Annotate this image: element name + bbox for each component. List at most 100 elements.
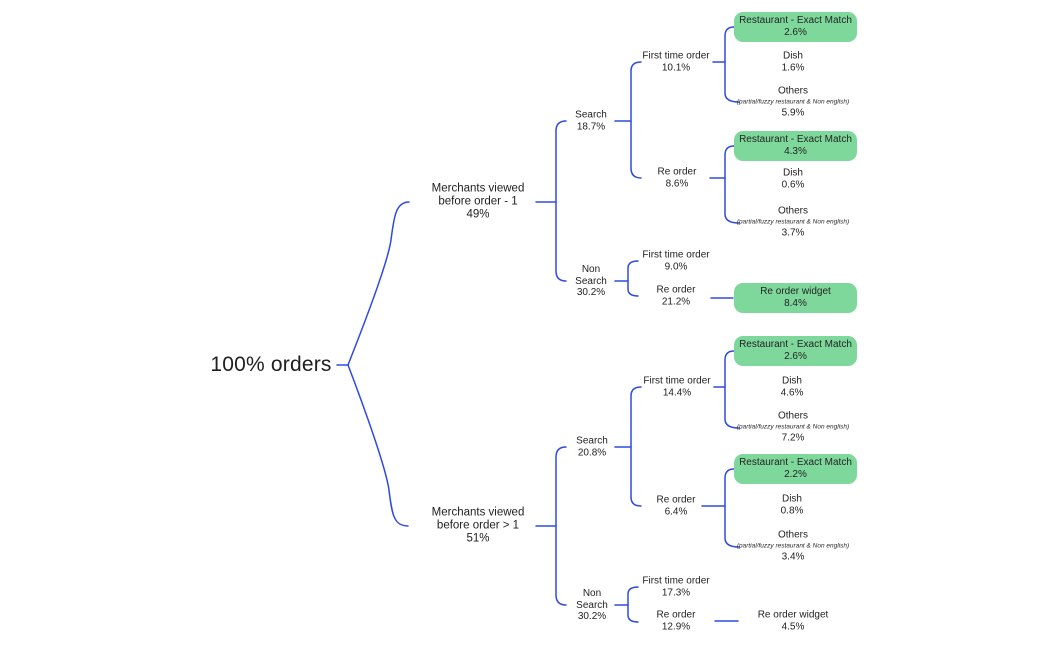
node-label: Search bbox=[576, 435, 608, 447]
node-label: Restaurant - Exact Match bbox=[739, 134, 852, 145]
node-b1-search-re-order: Re order 8.6% bbox=[658, 167, 697, 190]
node-label: Re order bbox=[657, 166, 697, 178]
node-value: 0.6% bbox=[781, 179, 805, 190]
node-label: Search bbox=[576, 599, 608, 611]
node-value: 10.1% bbox=[661, 62, 691, 73]
node-label: First time order bbox=[642, 575, 710, 587]
wire-ro3-bracket bbox=[724, 468, 740, 548]
box-b1-ro-restaurant-exact-match: Restaurant - Exact Match 4.3% bbox=[734, 131, 857, 161]
box-b1-re-order-widget: Re order widget 8.4% bbox=[734, 283, 857, 313]
box-b2-fto-restaurant-exact-match: Restaurant - Exact Match 2.6% bbox=[734, 336, 857, 366]
node-label: Re order bbox=[656, 284, 696, 296]
node-value: 1.6% bbox=[781, 62, 805, 73]
node-label: First time order bbox=[642, 249, 710, 261]
node-label: First time order bbox=[643, 375, 711, 387]
wire-fto3-bracket bbox=[724, 350, 740, 429]
node-b2-non-search: Non Search 30.2% bbox=[576, 588, 608, 623]
node-value: 4.5% bbox=[781, 621, 805, 632]
wire-merchants2-bracket bbox=[555, 446, 567, 606]
node-label: 100% orders bbox=[210, 353, 332, 376]
wire-nonsearch1-bracket bbox=[627, 260, 639, 297]
node-label: Restaurant - Exact Match bbox=[739, 457, 852, 468]
node-b1-fto-dish: Dish 1.6% bbox=[782, 51, 805, 74]
wire-fto1-bracket bbox=[724, 26, 740, 103]
node-value: 5.9% bbox=[781, 107, 805, 118]
node-sublabel: (partial/fuzzy restaurant & Non english) bbox=[736, 98, 850, 105]
node-label: Merchants viewed bbox=[431, 182, 525, 195]
wire-search1-bracket bbox=[630, 61, 642, 179]
node-sublabel: (partial/fuzzy restaurant & Non english) bbox=[736, 423, 850, 430]
node-value: 20.8% bbox=[577, 447, 607, 458]
node-label: Re order bbox=[656, 609, 696, 621]
node-value: 30.2% bbox=[577, 610, 607, 622]
node-value: 3.7% bbox=[781, 227, 805, 238]
box-b1-fto-restaurant-exact-match: Restaurant - Exact Match 2.6% bbox=[734, 12, 857, 42]
node-b1-ro-dish: Dish 0.6% bbox=[782, 168, 805, 191]
node-b1-nonsearch-first-time-order: First time order 9.0% bbox=[642, 250, 709, 273]
node-b2-ro-others: Others (partial/fuzzy restaurant & Non e… bbox=[737, 530, 849, 563]
node-b2-nonsearch-re-order: Re order 12.9% bbox=[657, 610, 696, 633]
node-value: 7.2% bbox=[781, 432, 805, 443]
node-value: 51% bbox=[466, 532, 490, 545]
wire-root-to-merchants-1 bbox=[347, 201, 410, 366]
node-value: 49% bbox=[466, 208, 490, 221]
node-value: 18.7% bbox=[576, 121, 606, 132]
node-b2-fto-others: Others (partial/fuzzy restaurant & Non e… bbox=[737, 411, 849, 444]
node-merchants-before-order-gt-1: Merchants viewed before order > 1 51% bbox=[432, 507, 525, 546]
node-b2-re-order-widget: Re order widget 4.5% bbox=[758, 610, 829, 633]
node-label: Others bbox=[777, 529, 809, 541]
node-value: 3.4% bbox=[781, 551, 805, 562]
node-label: Dish bbox=[782, 50, 804, 62]
node-label: Search bbox=[575, 109, 607, 121]
node-b2-nonsearch-first-time-order: First time order 17.3% bbox=[642, 576, 709, 599]
node-b2-search: Search 20.8% bbox=[576, 436, 608, 459]
node-value: 12.9% bbox=[661, 621, 691, 632]
node-b1-non-search: Non Search 30.2% bbox=[575, 264, 607, 299]
node-value: 8.6% bbox=[665, 178, 689, 189]
node-value: 2.2% bbox=[784, 469, 807, 480]
wire-search2-bracket bbox=[630, 386, 642, 507]
node-b2-search-re-order: Re order 6.4% bbox=[657, 495, 696, 518]
node-value: 9.0% bbox=[664, 261, 688, 272]
node-label: Non bbox=[581, 263, 601, 275]
node-label: Dish bbox=[782, 167, 804, 179]
node-label: Restaurant - Exact Match bbox=[739, 15, 852, 26]
node-root-orders: 100% orders bbox=[210, 353, 331, 377]
node-label: before order - 1 bbox=[438, 195, 518, 208]
node-value: 17.3% bbox=[661, 587, 691, 598]
node-value: 2.6% bbox=[784, 351, 807, 362]
node-label: First time order bbox=[642, 50, 710, 62]
node-label: Non bbox=[582, 587, 602, 599]
box-b2-ro-restaurant-exact-match: Restaurant - Exact Match 2.2% bbox=[734, 454, 857, 484]
node-sublabel: (partial/fuzzy restaurant & Non english) bbox=[736, 542, 850, 549]
node-value: 14.4% bbox=[662, 387, 692, 398]
wire-nonsearch2-bracket bbox=[627, 586, 639, 623]
node-label: Others bbox=[777, 410, 809, 422]
node-sublabel: (partial/fuzzy restaurant & Non english) bbox=[736, 218, 850, 225]
node-b2-fto-dish: Dish 4.6% bbox=[781, 376, 804, 399]
node-value: 0.8% bbox=[780, 505, 804, 516]
node-value: 4.3% bbox=[784, 146, 807, 157]
node-value: 30.2% bbox=[576, 286, 606, 298]
node-label: Others bbox=[777, 85, 809, 97]
node-label: Re order bbox=[656, 494, 696, 506]
node-merchants-before-order-1: Merchants viewed before order - 1 49% bbox=[432, 183, 525, 222]
node-value: 4.6% bbox=[780, 387, 804, 398]
node-label: Dish bbox=[781, 493, 803, 505]
node-label: Dish bbox=[781, 375, 803, 387]
node-value: 21.2% bbox=[661, 296, 691, 307]
node-b2-ro-dish: Dish 0.8% bbox=[781, 494, 804, 517]
node-b1-search: Search 18.7% bbox=[575, 110, 607, 133]
wire-root-to-merchants-gt1 bbox=[347, 364, 409, 527]
node-label: Restaurant - Exact Match bbox=[739, 339, 852, 350]
node-b1-ro-others: Others (partial/fuzzy restaurant & Non e… bbox=[737, 206, 849, 239]
node-b1-fto-others: Others (partial/fuzzy restaurant & Non e… bbox=[737, 86, 849, 119]
node-b1-search-first-time-order: First time order 10.1% bbox=[642, 51, 709, 74]
wire-ro1-bracket bbox=[724, 145, 740, 224]
node-label: before order > 1 bbox=[436, 519, 520, 532]
node-b1-nonsearch-re-order: Re order 21.2% bbox=[657, 285, 696, 308]
node-label: Merchants viewed bbox=[431, 506, 525, 519]
node-label: Others bbox=[777, 205, 809, 217]
